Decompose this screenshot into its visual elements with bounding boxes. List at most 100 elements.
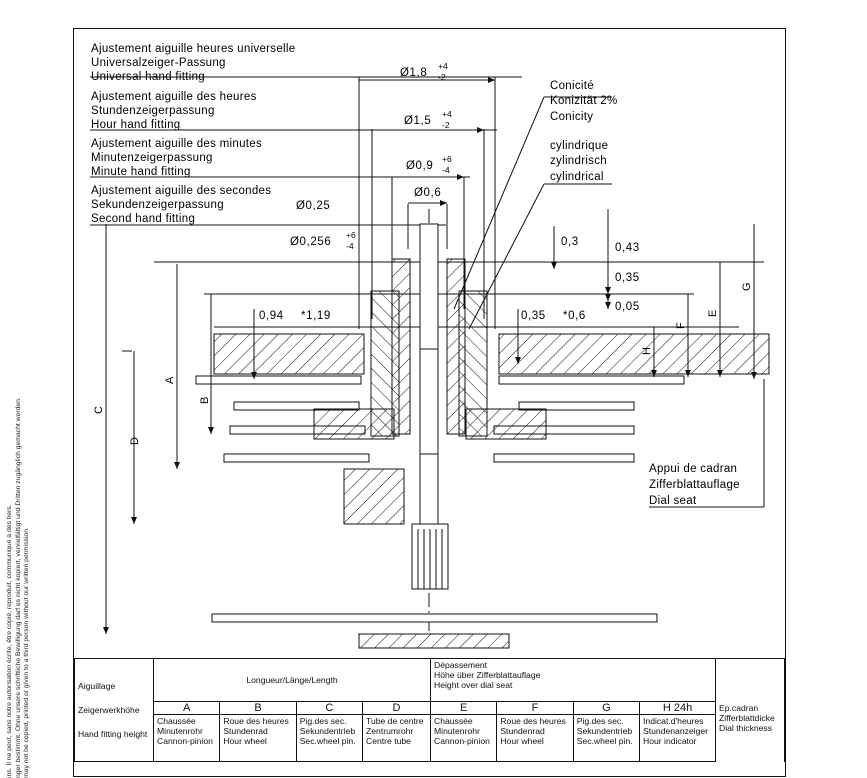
dim-letter-b: B (199, 397, 211, 404)
col-code-f: F (496, 701, 574, 715)
dim-universal-sup: +4 (438, 61, 448, 71)
col-desc-d-en: Centre tube (366, 736, 411, 746)
aiguillage-en: Hand fitting height (78, 729, 148, 739)
col-code-a: A (152, 701, 221, 715)
dim-minute: Ø0,9 (406, 160, 433, 172)
col-desc-a-fr: Chaussée (157, 716, 196, 726)
dim-0-35: 0,35 (615, 272, 640, 284)
col-desc-b: Roue des heures Stundenrad Hour wheel (219, 714, 297, 762)
copyright-line-2: nger bestimmt. Ohne unsere schriftliche … (14, 397, 22, 778)
fitting-4-en: Second hand fitting (91, 213, 195, 225)
copyright-note: ins. Il ne peut, sans notre autorisation… (6, 397, 32, 778)
drawing-sheet: Ajustement aiguille heures universelle U… (73, 28, 786, 777)
col-desc-g-en: Sec.wheel pin. (576, 736, 633, 746)
col-desc-a-de: Minutenrohr (157, 726, 203, 736)
conicity-fr: Conicité (550, 80, 594, 92)
col-desc-g-de: Sekundentrieb (576, 726, 633, 736)
col-desc-f: Roue des heures Stundenrad Hour wheel (496, 714, 574, 762)
callouts: Conicité Konizität 2% Conicity cylindriq… (550, 80, 740, 507)
dim-0256-sub: -4 (346, 241, 354, 251)
dial-seat-en: Dial seat (649, 495, 697, 507)
dim-0-3: 0,3 (561, 236, 579, 248)
col-code-h: H 24h (639, 701, 716, 715)
col-desc-d: Tube de centre Zentrumrohr Centre tube (362, 714, 432, 762)
dial-thickness-en: Dial thickness (719, 723, 773, 733)
col-desc-f-en: Hour wheel (500, 736, 544, 746)
col-desc-b-de: Stundenrad (223, 726, 268, 736)
col-desc-e-en: Cannon-pinion (434, 736, 490, 746)
length-header: Longueur/Länge/Length (152, 658, 432, 702)
dial-seat-fr: Appui de cadran (649, 463, 737, 475)
col-desc-c-de: Sekundentrieb (299, 726, 356, 736)
aiguillage-cell: Aiguillage Zeigerwerkhöhe Hand fitting h… (74, 658, 154, 762)
col-desc-f-fr: Roue des heures (500, 716, 566, 726)
dim-0256: Ø0,256 (290, 236, 331, 248)
fitting-4-fr: Ajustement aiguille des secondes (91, 185, 271, 197)
dial-seat-de: Zifferblattauflage (649, 479, 740, 491)
col-desc-h-de: Stundenanzeiger (643, 726, 709, 736)
fitting-height-table: Aiguillage Zeigerwerkhöhe Hand fitting h… (74, 658, 785, 762)
col-desc-f-de: Stundenrad (500, 726, 545, 736)
col-desc-a-en: Cannon-pinion (157, 736, 213, 746)
dim-hour: Ø1,5 (404, 115, 431, 127)
dial-thickness-cell: Ep.cadran Zifferblattdicke Dial thicknes… (715, 658, 785, 762)
dim-minute-sup: +6 (442, 154, 452, 164)
dim-letter-f: F (675, 322, 687, 329)
col-desc-h-en: Hour indicator (643, 736, 697, 746)
fitting-1-de: Universalzeiger-Passung (91, 57, 226, 69)
dim-minute-sub: -4 (442, 165, 450, 175)
technical-drawing: Ajustement aiguille heures universelle U… (90, 43, 770, 649)
cylindrical-fr: cylindrique (550, 140, 608, 152)
col-desc-a: Chaussée Minutenrohr Cannon-pinion (152, 714, 221, 762)
dim-0-43: 0,43 (615, 242, 640, 254)
conicity-de: Konizität 2% (550, 95, 618, 107)
aiguillage-de: Zeigerwerkhöhe (78, 705, 140, 715)
cylindrical-en: cylindrical (550, 171, 604, 183)
col-desc-e-de: Minutenrohr (434, 726, 480, 736)
dim-letter-h: H (641, 347, 653, 355)
conicity-en: Conicity (550, 111, 593, 123)
fitting-2-de: Stundenzeigerpassung (91, 105, 215, 117)
col-desc-c-fr: Pig.des sec. (299, 716, 347, 726)
dim-right-a: 0,35 (521, 310, 546, 322)
col-code-c: C (295, 701, 364, 715)
dim-letter-a: A (164, 376, 176, 384)
col-desc-e-fr: Chaussée (434, 716, 473, 726)
dial-thickness-de: Zifferblattdicke (719, 713, 775, 723)
copyright-line-3: may not be copied, printed or given to a… (23, 527, 31, 778)
overhang-de: Höhe über Zifferblattauflage (434, 670, 541, 680)
fitting-3-en: Minute hand fitting (91, 166, 191, 178)
dim-0256-sup: +6 (346, 230, 356, 240)
col-desc-g-fr: Pig.des sec. (576, 716, 624, 726)
aiguillage-fr: Aiguillage (78, 681, 116, 691)
col-desc-d-de: Zentrumrohr (366, 726, 414, 736)
overhang-en: Height over dial seat (434, 680, 513, 690)
overhang-fr: Dépassement (434, 660, 488, 670)
col-desc-e: Chaussée Minutenrohr Cannon-pinion (430, 714, 498, 762)
dim-hour-sup: +4 (442, 109, 452, 119)
dim-letter-e: E (707, 310, 719, 317)
fitting-labels: Ajustement aiguille heures universelle U… (91, 43, 295, 225)
col-code-b: B (219, 701, 297, 715)
col-code-d: D (362, 701, 432, 715)
col-desc-c: Pig.des sec. Sekundentrieb Sec.wheel pin… (295, 714, 364, 762)
copyright-line-1: ins. Il ne peut, sans notre autorisation… (6, 504, 13, 778)
dim-0-05: 0,05 (615, 301, 640, 313)
dim-left-b: *1,19 (301, 310, 331, 322)
fitting-2-en: Hour hand fitting (91, 119, 181, 131)
overhang-header: Dépassement Höhe über Zifferblattauflage… (430, 658, 716, 702)
dim-letter-c: C (93, 406, 105, 414)
dim-letter-g: G (741, 282, 753, 291)
col-desc-b-en: Hour wheel (223, 736, 267, 746)
fitting-1-fr: Ajustement aiguille heures universelle (91, 43, 295, 55)
dial-thickness-fr: Ep.cadran (719, 703, 759, 713)
fitting-1-en: Universal hand fitting (91, 71, 205, 83)
cylindrical-de: zylindrisch (550, 155, 607, 167)
dim-second: Ø0,6 (414, 187, 441, 199)
dim-025: Ø0,25 (296, 200, 330, 212)
fitting-3-de: Minutenzeigerpassung (91, 152, 213, 164)
col-desc-g: Pig.des sec. Sekundentrieb Sec.wheel pin… (572, 714, 641, 762)
col-desc-h: Indicat.d'heures Stundenanzeiger Hour in… (639, 714, 716, 762)
dim-universal-sub: -2 (438, 72, 446, 82)
dim-left-a: 0,94 (259, 310, 284, 322)
